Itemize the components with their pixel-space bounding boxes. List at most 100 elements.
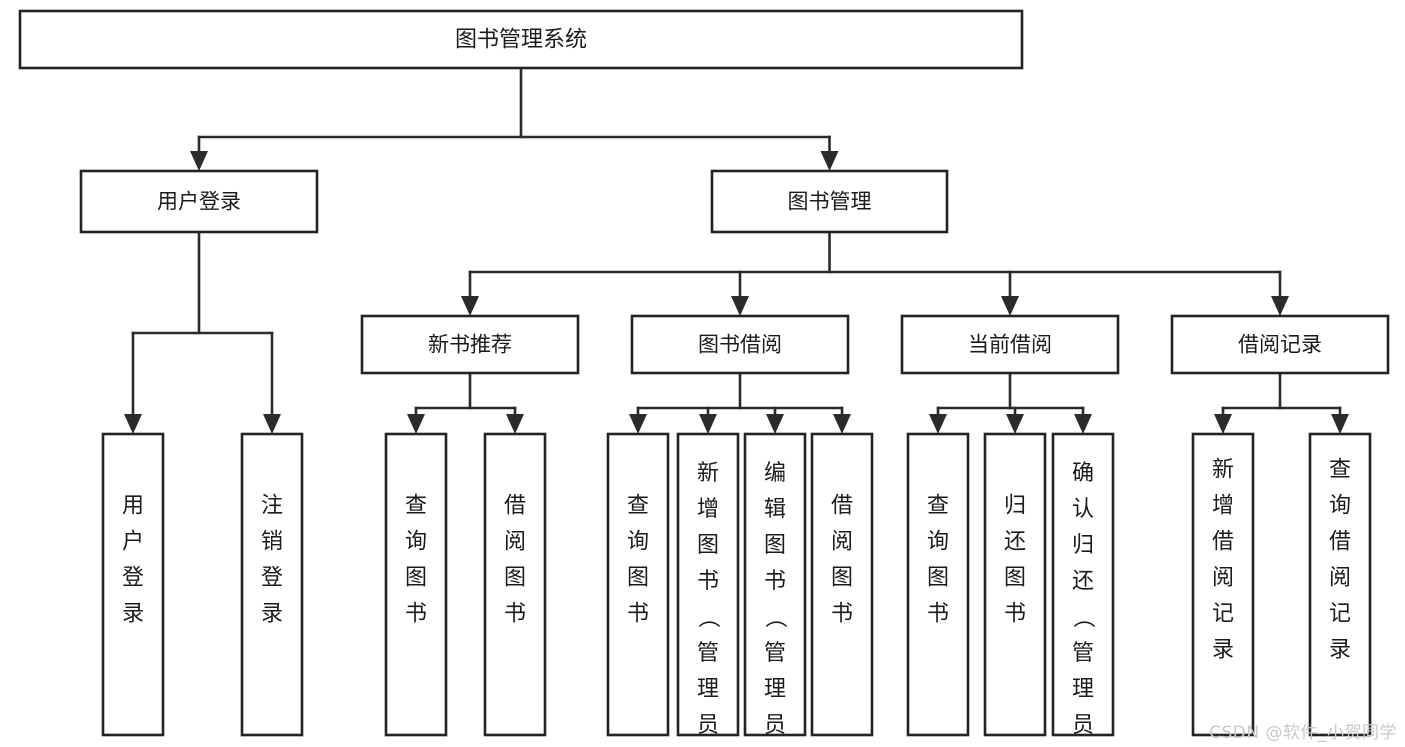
node-leaf-borrow-book-2-label-char: 图 (831, 566, 853, 591)
node-leaf-edit-book-label-char: 员 (764, 713, 786, 738)
arrow-head-edge-userlogin-1 (263, 414, 281, 434)
csdn-watermark: CSDN @软件_小贺同学 (1209, 723, 1397, 743)
node-borrow-record[interactable]: 借阅记录 (1170, 314, 1390, 375)
node-leaf-add-book-label-char: 图 (697, 533, 719, 558)
node-leaf-add-record-box[interactable] (1191, 432, 1255, 737)
node-leaf-return-book-label-char: 图 (1004, 566, 1026, 591)
arrow-head-edge-newbookrec-1 (506, 414, 524, 434)
node-leaf-edit-book-label-char: 编 (764, 461, 786, 486)
node-leaf-user-logout-label-char: 录 (261, 602, 283, 627)
node-leaf-borrow-book-1-label-char: 借 (504, 494, 526, 519)
node-leaf-confirm-return-label-char: 归 (1072, 533, 1094, 558)
node-leaf-confirm-return-box[interactable] (1051, 432, 1115, 737)
node-leaf-confirm-return-label-char: 认 (1072, 497, 1094, 522)
node-leaf-query-record-label-char: 记 (1329, 602, 1351, 627)
node-leaf-borrow-book-1-label-char: 书 (504, 602, 526, 627)
node-leaf-query-book-2-label-char: 图 (627, 566, 649, 591)
arrow-head-root-child-0 (190, 151, 208, 171)
node-leaf-user-login-label-char: 登 (122, 566, 144, 591)
node-leaf-edit-book-label-char: 辑 (764, 497, 786, 522)
node-book-borrow[interactable]: 图书借阅 (630, 314, 850, 375)
node-leaf-query-book-1-label-char: 书 (405, 602, 427, 627)
node-leaf-borrow-book-1-label-char: 阅 (504, 530, 526, 555)
node-current-borrow-box[interactable] (900, 314, 1120, 375)
node-leaf-query-book-1-label-char: 询 (405, 530, 427, 555)
node-book-borrow-box[interactable] (630, 314, 850, 375)
node-leaf-add-record-label-char: 记 (1212, 602, 1234, 627)
node-leaf-borrow-book-2-label-char: 阅 (831, 530, 853, 555)
node-leaf-add-record-label-char: 新 (1212, 458, 1234, 483)
node-leaf-query-book-2-box[interactable] (606, 432, 670, 737)
arrow-head-edge-currentborrow-1 (1006, 414, 1024, 434)
node-current-borrow[interactable]: 当前借阅 (900, 314, 1120, 375)
node-leaf-edit-book-label-char: （ (762, 606, 787, 628)
node-book-manage-box[interactable] (710, 169, 949, 234)
node-leaf-query-book-3-label-char: 图 (927, 566, 949, 591)
node-leaf-add-book-label-char: 新 (697, 461, 719, 486)
node-leaf-return-book-label-char: 还 (1004, 530, 1026, 555)
node-root-system[interactable]: 图书管理系统 (18, 9, 1024, 70)
node-leaf-user-login-label-char: 户 (122, 530, 144, 555)
node-leaf-borrow-book-1-box[interactable] (483, 432, 547, 737)
node-borrow-record-box[interactable] (1170, 314, 1390, 375)
edges-layer (124, 66, 1349, 434)
node-user-login[interactable]: 用户登录 (79, 169, 319, 234)
node-new-book-rec[interactable]: 新书推荐 (360, 314, 580, 375)
node-book-manage[interactable]: 图书管理 (710, 169, 949, 234)
arrow-head-edge-newbookrec-0 (407, 414, 425, 434)
node-leaf-query-book-1-box[interactable] (384, 432, 448, 737)
node-leaf-query-record-box[interactable] (1308, 432, 1372, 737)
node-leaf-user-logout-box[interactable] (240, 432, 304, 737)
node-leaf-borrow-book-1-label-char: 图 (504, 566, 526, 591)
arrow-head-bookmanage-child-0 (461, 296, 479, 316)
node-new-book-rec-box[interactable] (360, 314, 580, 375)
node-leaf-add-record-label-char: 阅 (1212, 566, 1234, 591)
node-leaf-query-book-3-label-char: 查 (927, 494, 949, 519)
node-leaf-query-record-label-char: 录 (1329, 638, 1351, 663)
node-root-system-label: 图书管理系统 (455, 28, 587, 53)
arrow-head-bookmanage-child-2 (1001, 296, 1019, 316)
node-leaf-user-login[interactable]: 用户登录 (101, 432, 165, 737)
node-leaf-add-book-label-char: 管 (697, 641, 719, 666)
node-leaf-borrow-book-2-box[interactable] (810, 432, 874, 737)
arrow-head-bookmanage-child-3 (1271, 296, 1289, 316)
node-leaf-return-book-box[interactable] (983, 432, 1047, 737)
node-leaf-add-book-box[interactable] (676, 432, 740, 737)
node-leaf-query-book-2-label-char: 询 (627, 530, 649, 555)
node-leaf-edit-book-label-char: 管 (764, 641, 786, 666)
node-leaf-borrow-book-2-label-char: 书 (831, 602, 853, 627)
node-leaf-query-book-3-box[interactable] (906, 432, 970, 737)
arrow-head-bookmanage-child-1 (731, 296, 749, 316)
arrow-head-root-child-1 (820, 151, 839, 171)
node-leaf-add-book-label-char: （ (695, 606, 720, 628)
node-leaf-add-book-label-char: 增 (697, 497, 719, 522)
node-leaf-user-login-box[interactable] (101, 432, 165, 737)
node-user-login-box[interactable] (79, 169, 319, 234)
node-leaf-query-record-label-char: 询 (1329, 494, 1351, 519)
node-leaf-add-book-label-char: 书 (697, 569, 719, 594)
arrow-head-edge-bookborrow-2 (766, 414, 784, 434)
node-leaf-confirm-return-label-char: 还 (1072, 569, 1094, 594)
node-borrow-record-label: 借阅记录 (1238, 333, 1322, 357)
node-leaf-borrow-book-2-label-char: 借 (831, 494, 853, 519)
arrow-head-edge-bookborrow-1 (699, 414, 717, 434)
node-leaf-edit-book-box[interactable] (743, 432, 807, 737)
arrow-head-edge-borrowrecord-1 (1331, 414, 1349, 434)
node-leaf-add-record-label-char: 录 (1212, 638, 1234, 663)
arrow-head-edge-userlogin-0 (124, 414, 142, 434)
arrow-head-edge-borrowrecord-0 (1214, 414, 1232, 434)
node-root-system-box[interactable] (18, 9, 1024, 70)
